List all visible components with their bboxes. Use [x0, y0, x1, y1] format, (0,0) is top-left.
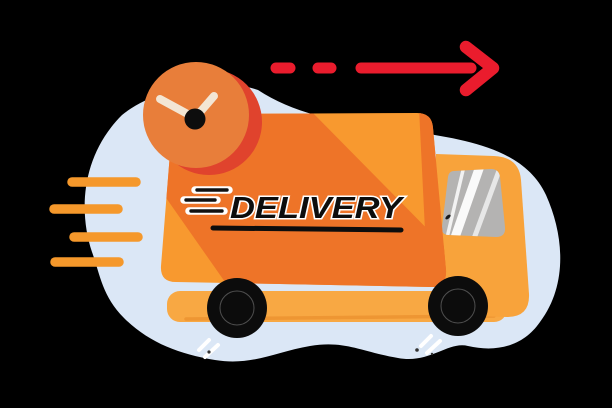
wheel-icon	[207, 278, 267, 338]
dust-speck	[415, 348, 419, 352]
delivery-label: DELIVERY	[230, 190, 406, 225]
label-speed-dashes	[180, 186, 233, 215]
dust-speck	[430, 352, 434, 356]
wheels	[207, 276, 488, 338]
arrow-right-icon	[270, 40, 500, 97]
clock-hub	[184, 108, 206, 130]
delivery-label-group: DELIVERY	[180, 186, 407, 233]
speed-lines-icon	[49, 177, 143, 267]
wheel-motion-marks	[197, 334, 442, 359]
cab-window	[441, 169, 506, 237]
wheel-icon	[428, 276, 488, 336]
window-reflections	[444, 169, 503, 237]
dust-speck	[207, 350, 211, 354]
label-underline	[210, 225, 404, 233]
arrow-head	[459, 40, 500, 97]
window-speck	[445, 214, 451, 220]
clock-icon	[143, 62, 249, 168]
